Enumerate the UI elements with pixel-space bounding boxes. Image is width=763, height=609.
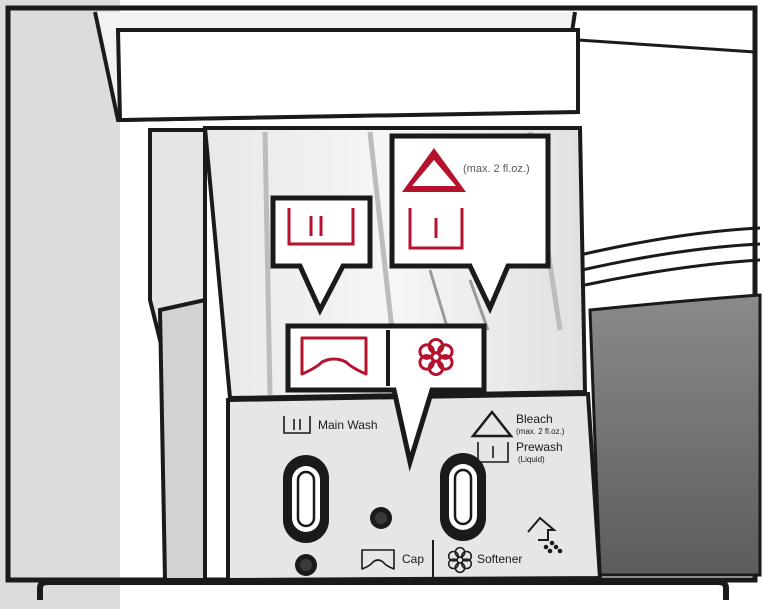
main-wash-label: Main Wash — [318, 418, 378, 432]
screw-hole-center — [370, 507, 392, 529]
prewash-label: Prewash — [516, 440, 563, 454]
main-wash-release-slot[interactable] — [283, 455, 329, 543]
panel-prewash-icon — [477, 442, 509, 463]
cap-label: Cap — [402, 552, 425, 566]
machine-bottom-bar — [37, 579, 729, 600]
panel-bleach-icon — [470, 409, 514, 438]
softener-label: Softener — [477, 552, 523, 566]
callout-main-wash — [270, 195, 373, 316]
main-wash-compartment-icon — [287, 208, 355, 246]
bleach-release-slot[interactable] — [440, 453, 486, 541]
bleach-max-note: (max. 2 fl.oz.) — [516, 427, 565, 436]
bleach-label: Bleach — [516, 412, 553, 426]
callout-bleach-max-note: (max. 2 fl.oz.) — [463, 163, 530, 175]
machine-outer-frame — [5, 5, 758, 583]
screw-hole-left — [295, 554, 317, 576]
push-release-icon — [527, 516, 563, 554]
panel-cap-icon — [361, 549, 395, 570]
cap-icon — [300, 336, 368, 376]
panel-main-wash-icon — [283, 416, 311, 434]
prewash-compartment-icon — [408, 208, 464, 250]
prewash-note: (Liquid) — [518, 455, 545, 464]
machine-left-wall — [0, 0, 120, 609]
bleach-triangle-icon — [402, 148, 466, 192]
drum — [588, 293, 762, 577]
